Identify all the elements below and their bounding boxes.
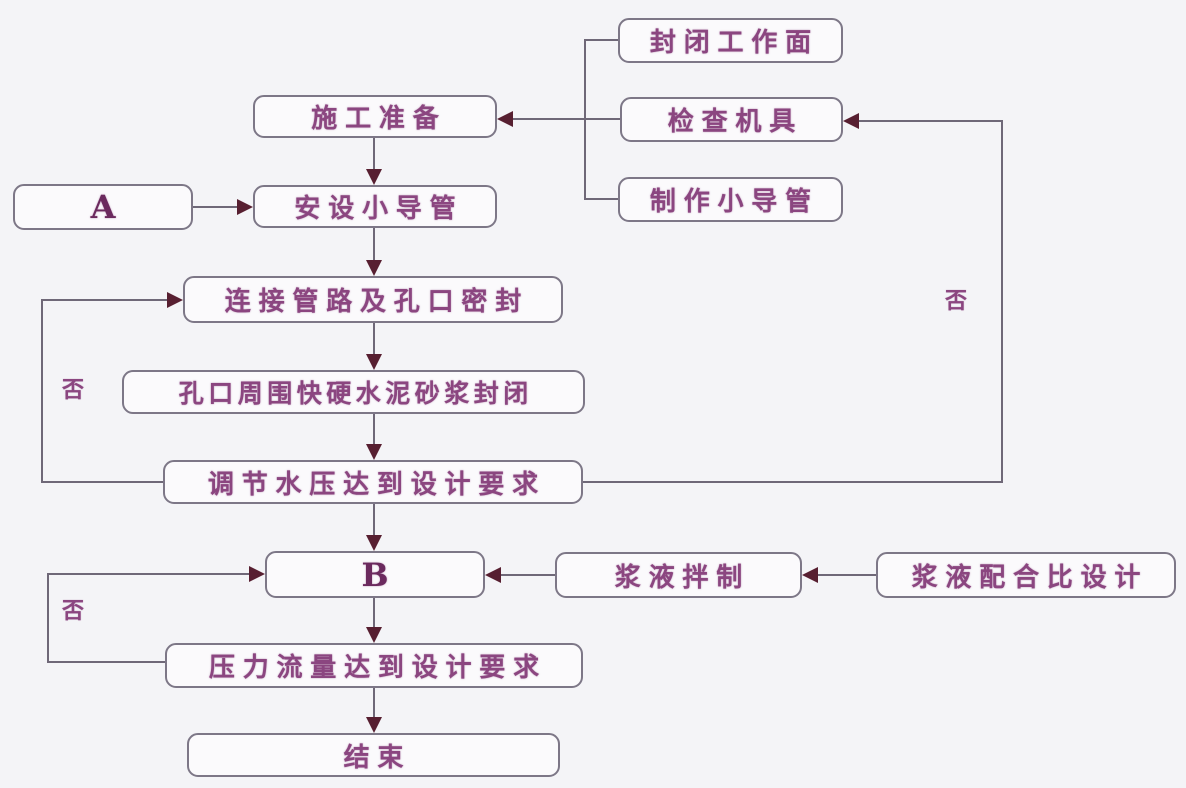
arrowhead-down-icon [366, 627, 382, 643]
no-loop-b-bottom-line [47, 661, 165, 663]
node-adjust-water-pressure: 调节水压达到设计要求 [163, 460, 583, 504]
connector-mortar-to-adjust [373, 414, 375, 445]
no-label-check-loop: 否 [945, 289, 968, 314]
no-loop-check-vertical-line [1001, 120, 1003, 482]
arrowhead-down-icon [366, 169, 382, 185]
node-slurry-mixing: 浆液拌制 [555, 552, 802, 598]
connector-connect-to-mortar [373, 323, 375, 355]
arrowhead-left-icon [843, 113, 859, 129]
arrowhead-left-icon [802, 567, 818, 583]
node-slurry-mix-design: 浆液配合比设计 [876, 552, 1176, 598]
arrowhead-down-icon [366, 260, 382, 276]
no-loop-b-vertical-line [47, 573, 49, 663]
no-loop-connect-top-line [41, 299, 167, 301]
bracket-stub-make-small-pipe [584, 198, 618, 200]
no-loop-connect-vertical-line [41, 299, 43, 483]
node-connector-a: A [13, 184, 193, 230]
no-loop-check-bottom-line [583, 481, 1003, 483]
arrowhead-right-icon [249, 566, 265, 582]
bracket-stub-seal-work-face [584, 39, 618, 41]
arrowhead-left-icon [485, 567, 501, 583]
connector-mixdesign-to-mixing [818, 574, 876, 576]
no-loop-check-top-line [859, 120, 1002, 122]
no-label-connect-loop: 否 [62, 378, 85, 403]
arrowhead-right-icon [167, 292, 183, 308]
node-end: 结束 [187, 733, 560, 777]
arrowhead-down-icon [366, 354, 382, 370]
arrowhead-down-icon [366, 535, 382, 551]
connector-bracket-to-prep [513, 118, 620, 120]
node-install-small-pipe: 安设小导管 [253, 185, 497, 228]
connector-prep-to-install [373, 138, 375, 170]
no-loop-b-top-line [47, 573, 249, 575]
arrowhead-right-icon [237, 199, 253, 215]
connector-a-to-install [193, 206, 238, 208]
no-label-b-loop: 否 [62, 599, 85, 624]
connector-b-to-pressure [373, 598, 375, 628]
connector-install-to-connect [373, 228, 375, 261]
node-make-small-pipe: 制作小导管 [618, 177, 843, 222]
node-seal-work-face: 封闭工作面 [618, 18, 843, 63]
node-pressure-flow: 压力流量达到设计要求 [165, 643, 583, 688]
connector-pressure-to-end [373, 688, 375, 718]
node-mortar-seal: 孔口周围快硬水泥砂浆封闭 [122, 370, 585, 414]
node-check-equipment: 检查机具 [620, 97, 843, 142]
arrowhead-down-icon [366, 717, 382, 733]
node-connector-b: B [265, 551, 485, 598]
arrowhead-down-icon [366, 444, 382, 460]
arrowhead-left-icon [497, 111, 513, 127]
connector-mixing-to-b [501, 574, 555, 576]
node-connect-pipeline-seal: 连接管路及孔口密封 [183, 276, 563, 323]
no-loop-connect-bottom-line [41, 481, 163, 483]
node-construction-prep: 施工准备 [253, 95, 497, 138]
connector-adjust-to-b [373, 504, 375, 536]
